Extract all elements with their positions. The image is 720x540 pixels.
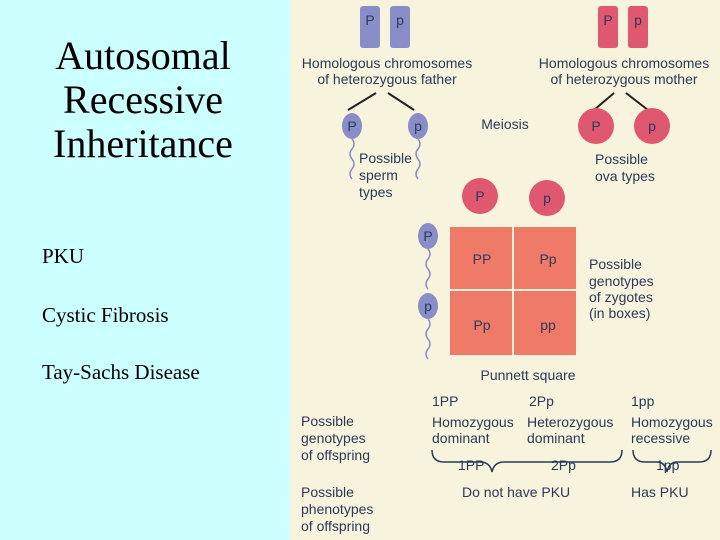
punnett-side-sperm-dominant	[418, 223, 438, 249]
offspring-type: dominant	[432, 430, 490, 446]
punnett-cell-text: pp	[540, 317, 556, 333]
offspring-count: 1pp	[631, 393, 655, 409]
ovum-dominant	[578, 108, 614, 144]
sperm-label: types	[359, 184, 392, 200]
mother-allele-dominant: P	[603, 12, 612, 28]
sperm-label: sperm	[359, 167, 398, 183]
mother-chromosome-dominant	[598, 6, 618, 48]
brace-dominant	[431, 449, 623, 473]
punnett-caption: Punnett square	[481, 367, 576, 383]
meiosis-label: Meiosis	[481, 116, 528, 132]
offspring-genotypes-label: Possible	[301, 413, 354, 429]
offspring-phenotypes-label: phenotypes	[301, 501, 373, 517]
offspring-genotypes-label: genotypes	[301, 430, 366, 446]
father-allele-dominant: P	[365, 12, 374, 28]
mother-arrow-right	[625, 92, 649, 111]
brace-count: 2Pp	[551, 457, 576, 473]
offspring-count: 2Pp	[529, 393, 554, 409]
sperm-tail	[349, 138, 355, 180]
bullet-pku: PKU	[42, 244, 85, 268]
phenotype-unaffected: Do not have PKU	[462, 484, 570, 500]
punnett-side-allele-dominant: P	[423, 228, 432, 244]
punnett-top-ovum-recessive	[529, 180, 565, 216]
punnett-cell	[450, 227, 512, 289]
offspring-type: recessive	[631, 430, 690, 446]
sperm-recessive	[408, 113, 428, 139]
punnett-side-sperm-recessive	[418, 293, 438, 319]
sperm-dominant	[342, 113, 362, 139]
ovum-recessive	[634, 108, 670, 144]
zygote-genotype-label: genotypes	[589, 273, 654, 289]
title-line: Autosomal	[55, 33, 231, 78]
punnett-cell-text: Pp	[473, 317, 490, 333]
brace-recessive	[632, 449, 712, 473]
sperm-tail	[425, 318, 431, 360]
sperm-tail	[415, 138, 421, 180]
father-arrow-right	[387, 92, 415, 111]
offspring-phenotypes-label: of offspring	[301, 518, 370, 534]
sperm-label: Possible	[359, 150, 412, 166]
title-line: Recessive	[63, 77, 223, 122]
title-line: Inheritance	[53, 121, 233, 166]
mother-label: of heterozygous mother	[550, 71, 697, 87]
zygote-genotype-label: of zygotes	[589, 289, 653, 305]
phenotype-affected: Has PKU	[631, 484, 689, 500]
mother-label: Homologous chromosomes	[539, 55, 709, 71]
punnett-cell-text: Pp	[539, 251, 556, 267]
offspring-genotypes-label: of offspring	[301, 447, 370, 463]
brace-count: 1PP	[458, 457, 484, 473]
punnett-cell	[514, 227, 576, 289]
ovum-allele-dominant: P	[591, 118, 600, 134]
offspring-type: Homozygous	[432, 414, 514, 430]
punnett-cell-text: PP	[473, 251, 492, 267]
bullet-cystic-fibrosis: Cystic Fibrosis	[42, 303, 169, 327]
father-chromosome-dominant	[360, 6, 380, 48]
offspring-type: dominant	[527, 430, 585, 446]
ovum-allele-recessive: p	[648, 118, 656, 134]
brace-count: 1pp	[656, 457, 680, 473]
sperm-tail	[425, 248, 431, 290]
mother-allele-recessive: p	[634, 12, 642, 28]
mother-arrow-left	[593, 92, 615, 111]
mother-chromosome-recessive	[628, 6, 648, 48]
father-label: Homologous chromosomes	[302, 55, 472, 71]
punnett-cell	[514, 291, 576, 355]
punnett-cell	[450, 291, 512, 355]
zygote-genotype-label: Possible	[589, 256, 642, 272]
offspring-type: Heterozygous	[527, 414, 613, 430]
father-label: of heterozygous father	[317, 71, 457, 87]
punnett-figure: P p Homologous chromosomes of heterozygo…	[290, 0, 720, 540]
sperm-allele-dominant: P	[347, 118, 356, 134]
zygote-genotype-label: (in boxes)	[589, 305, 650, 321]
punnett-top-ovum-dominant	[462, 178, 498, 214]
figure-svg: P p Homologous chromosomes of heterozygo…	[301, 6, 713, 534]
punnett-side-allele-recessive: p	[424, 298, 432, 314]
ova-label: Possible	[595, 151, 648, 167]
bullet-tay-sachs: Tay-Sachs Disease	[42, 360, 200, 384]
father-allele-recessive: p	[396, 12, 404, 28]
sperm-allele-recessive: p	[414, 118, 422, 134]
offspring-count: 1PP	[432, 393, 458, 409]
father-arrow-left	[347, 92, 377, 111]
offspring-type: Homozygous	[631, 414, 713, 430]
father-chromosome-recessive	[390, 6, 410, 48]
ova-label: ova types	[595, 168, 655, 184]
punnett-top-allele-dominant: P	[475, 188, 484, 204]
punnett-top-allele-recessive: p	[543, 190, 551, 206]
offspring-phenotypes-label: Possible	[301, 484, 354, 500]
slide-title: Autosomal Recessive Inheritance	[0, 34, 286, 166]
